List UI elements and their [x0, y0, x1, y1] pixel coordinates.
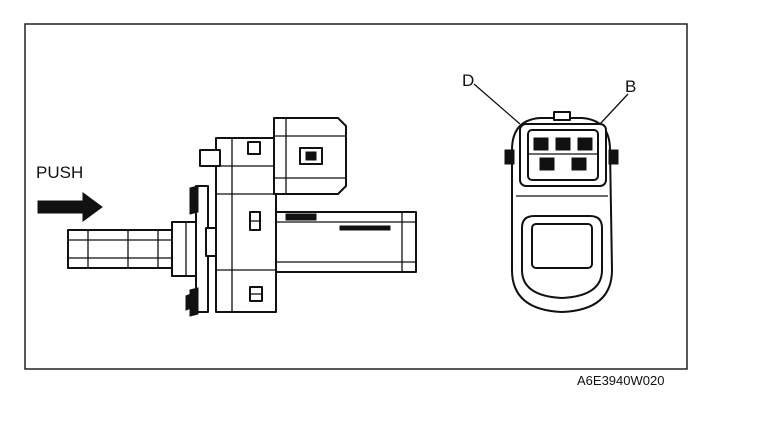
- plunger-shaft: [67, 229, 173, 269]
- switch-body: [215, 137, 277, 313]
- pin-center-top: [555, 137, 571, 151]
- pin-lower-left: [539, 157, 555, 171]
- leader-line-b: [599, 93, 629, 125]
- pin-b: [577, 137, 593, 151]
- connector-opening: [521, 215, 603, 299]
- rear-barrel: [275, 211, 417, 273]
- connector-front-view: [473, 83, 629, 313]
- pin-lower-right: [571, 157, 587, 171]
- figure-code: A6E3940W020: [577, 373, 664, 388]
- leader-line-d: [473, 83, 521, 125]
- push-label: PUSH: [36, 163, 83, 182]
- switch-side-view: [67, 117, 417, 317]
- figure-frame: [24, 23, 688, 370]
- pin-d: [533, 137, 549, 151]
- right-arrow-icon: [37, 192, 103, 222]
- pin-label-b: B: [625, 77, 636, 96]
- terminal-block: [519, 123, 607, 187]
- pin-label-d: D: [462, 71, 474, 90]
